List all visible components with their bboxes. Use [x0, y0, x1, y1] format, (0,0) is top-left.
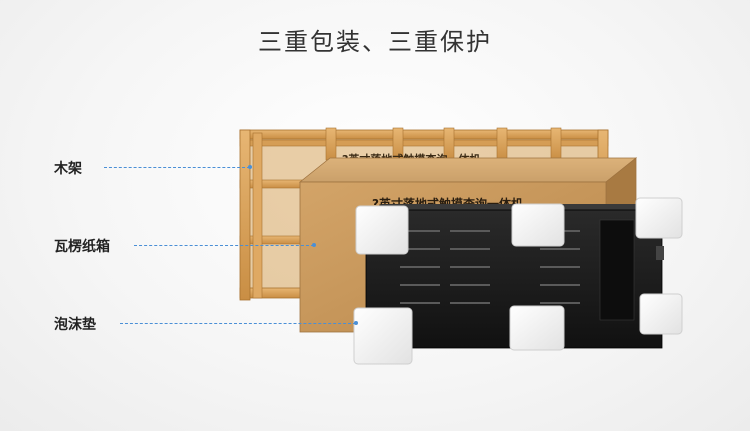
- leader-line-crate: [104, 165, 252, 169]
- label-foam-pad: 泡沫垫: [54, 317, 96, 333]
- foam-pads: [353, 197, 683, 365]
- label-corrugated-carton: 瓦楞纸箱: [54, 239, 110, 255]
- leader-line-carton: [134, 243, 316, 247]
- page-title: 三重包装、三重保护: [258, 28, 492, 56]
- leader-line-foam: [120, 321, 358, 325]
- label-wooden-crate: 木架: [54, 161, 82, 177]
